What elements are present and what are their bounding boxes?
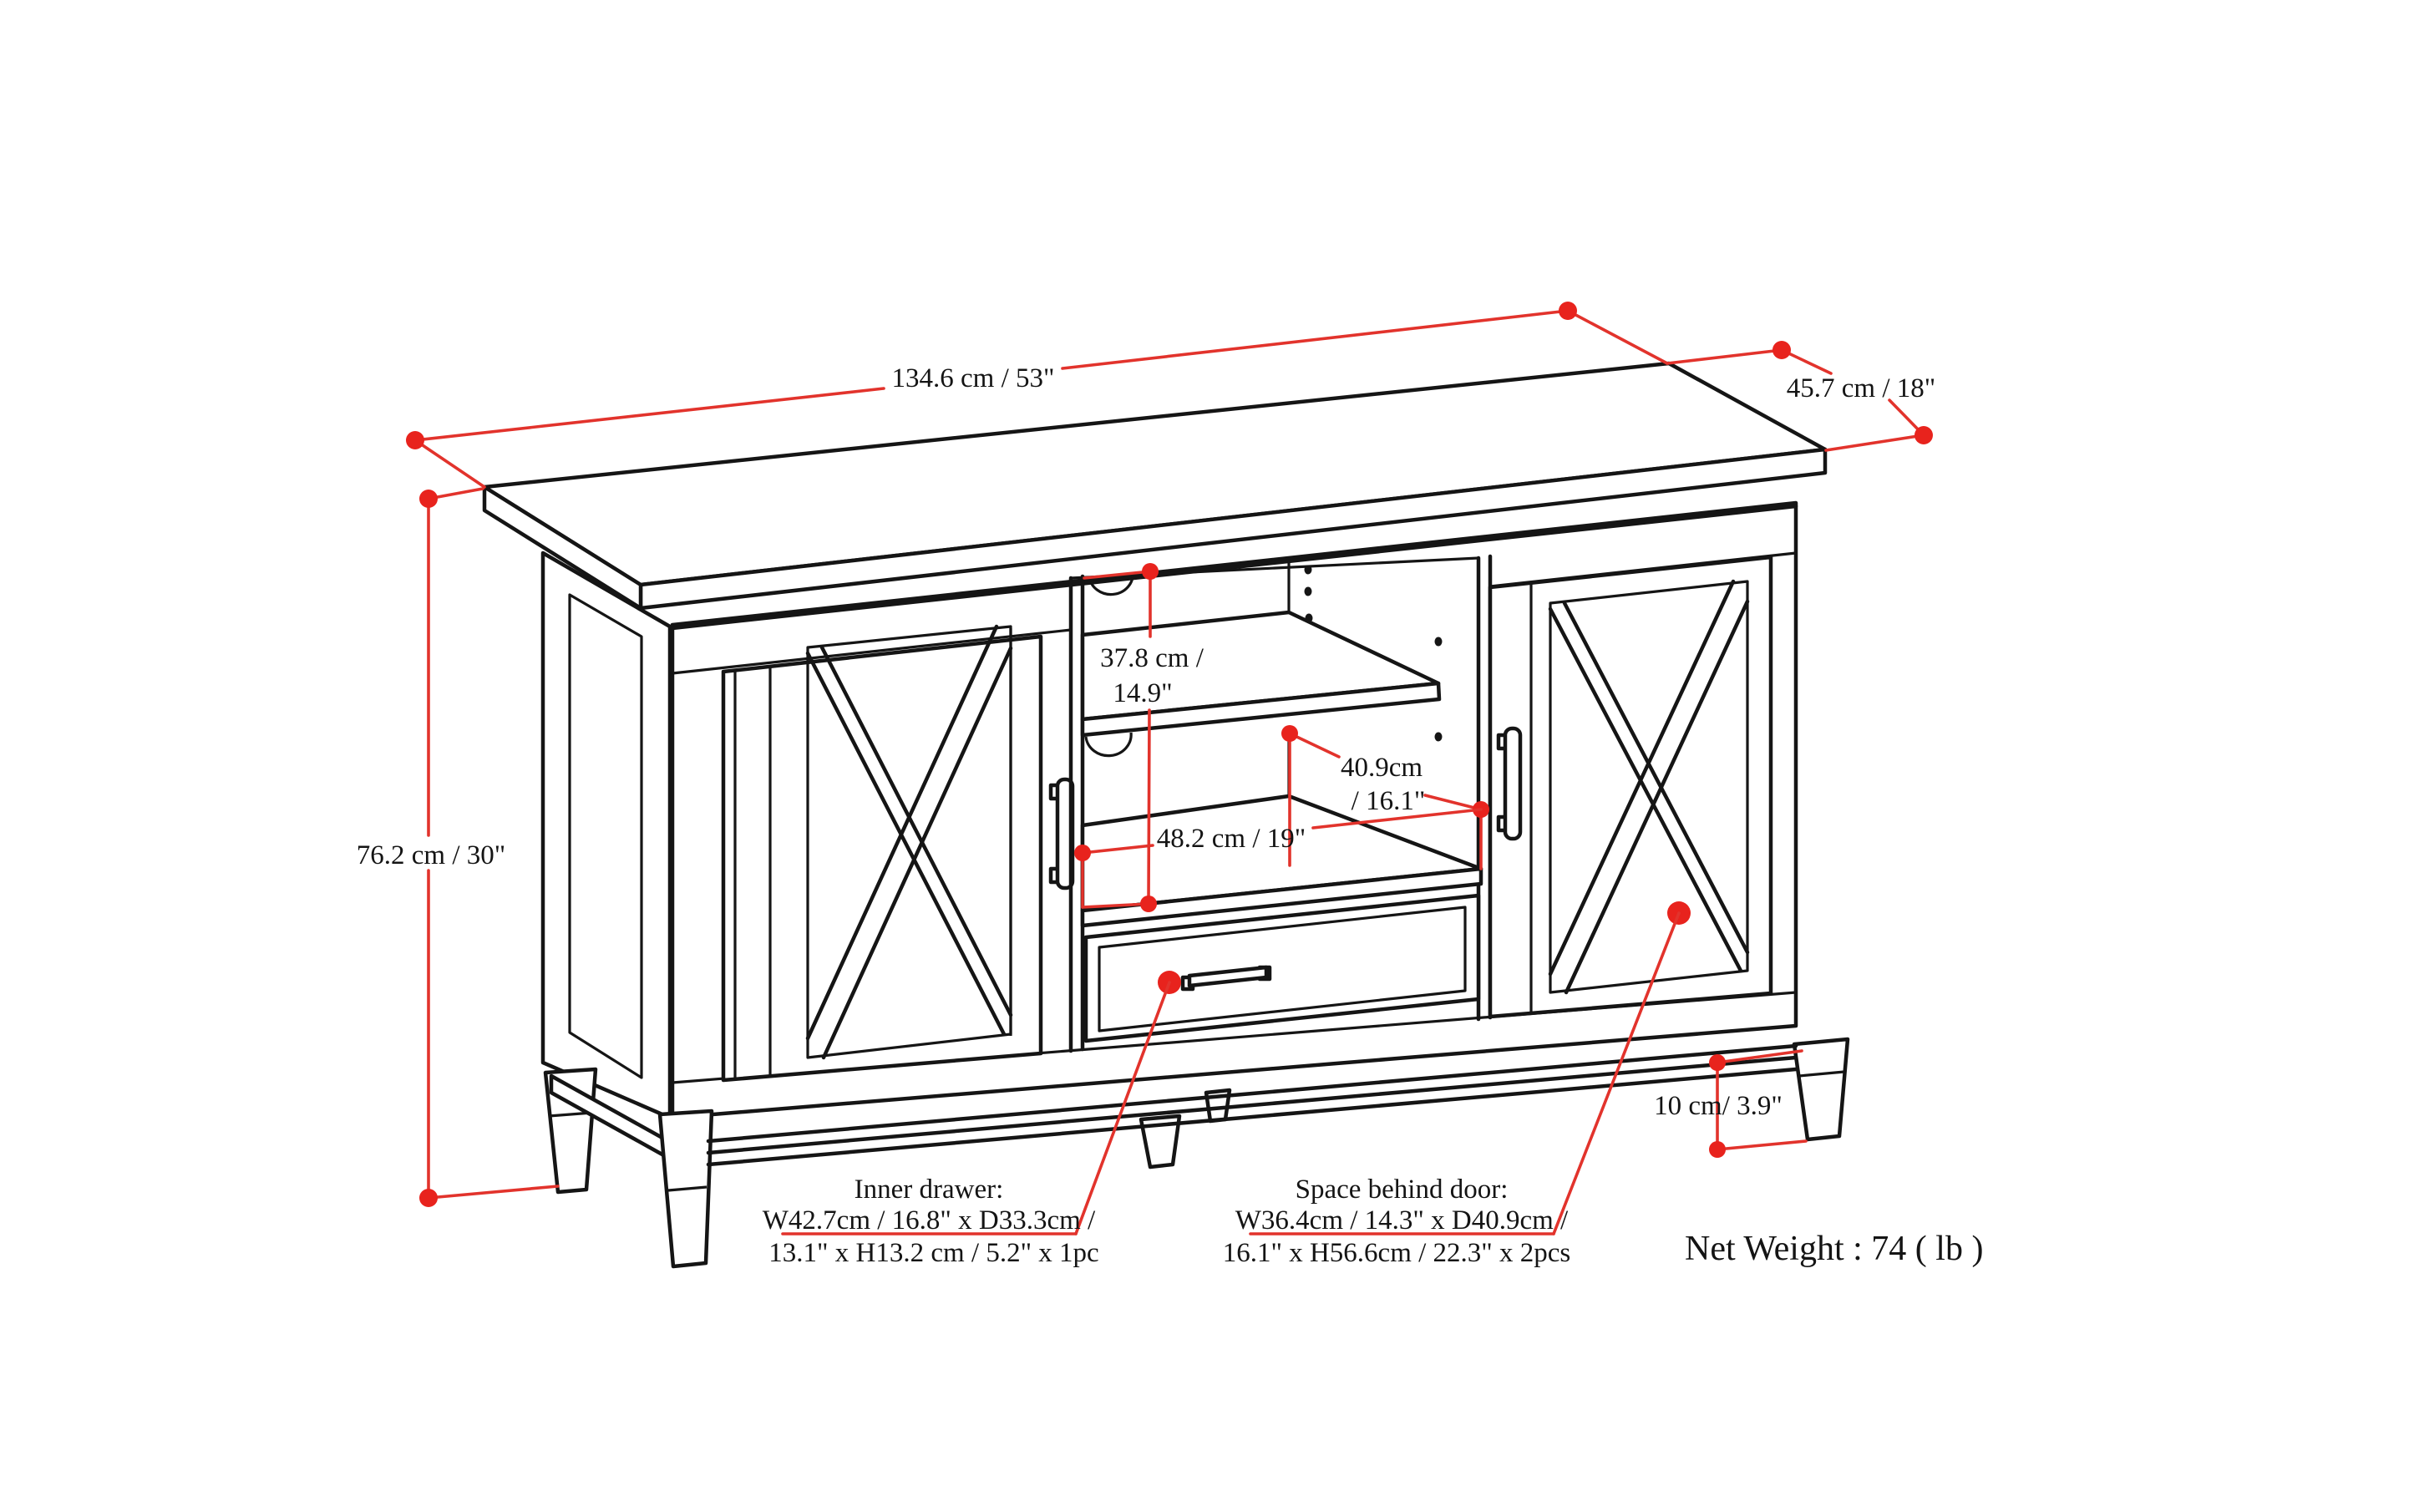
net-weight-label: Net Weight : 74 ( lb ) xyxy=(1685,1230,1983,1268)
inner-drawer-line1: W42.7cm / 16.8" x D33.3cm / xyxy=(763,1205,1096,1235)
dimension-depth-lines xyxy=(1666,341,1933,452)
cabinet-left-side-panel xyxy=(540,551,672,1120)
left-door-handle xyxy=(1048,777,1075,890)
dimension-height-label: 76.2 cm / 30" xyxy=(357,840,505,870)
dimension-width-lines xyxy=(406,302,1669,489)
left-door xyxy=(721,624,1075,1083)
space-behind-door-leader xyxy=(1249,901,1691,1235)
dimension-shelf-clearance-lines xyxy=(1081,563,1159,912)
dimension-width-label: 134.6 cm / 53" xyxy=(892,363,1055,393)
dimension-lines xyxy=(406,302,1933,1235)
inner-drawer-title: Inner drawer: xyxy=(855,1175,1004,1205)
drawer xyxy=(1083,893,1481,1043)
body-top-edge xyxy=(670,504,1798,631)
cable-hole-top xyxy=(1088,571,1134,596)
space-behind-door-line2: 16.1" x H56.6cm / 22.3" x 2pcs xyxy=(1223,1238,1571,1268)
drawer-handle xyxy=(1180,965,1272,992)
inner-drawer-callout: Inner drawer: W42.7cm / 16.8" x D33.3cm … xyxy=(763,1175,1099,1268)
dimension-compartment-depth-label-line1: 40.9cm xyxy=(1341,753,1423,783)
dimension-leg-height-lines xyxy=(1709,1049,1808,1158)
shelf-pin-holes xyxy=(1304,565,1443,742)
inner-drawer-line2: 13.1" x H13.2 cm / 5.2" x 1pc xyxy=(768,1238,1098,1268)
cabinet-drawing xyxy=(482,361,1850,1269)
inner-drawer-leader xyxy=(781,971,1181,1235)
compartment-ceiling xyxy=(1070,556,1479,580)
front-stretcher xyxy=(706,1043,1798,1167)
right-door-handle xyxy=(1496,726,1523,841)
front-left-leg xyxy=(657,1109,714,1269)
dimension-compartment-depth-label-line2: / 16.1" xyxy=(1352,786,1426,816)
center-front-leg xyxy=(1139,1114,1182,1170)
labels: 134.6 cm / 53" 45.7 cm / 18" 76.2 cm / 3… xyxy=(357,363,1984,1268)
dimension-compartment-width-lines xyxy=(1074,808,1483,909)
frieze-left xyxy=(672,628,1072,675)
space-behind-door-callout: Space behind door: W36.4cm / 14.3" x D40… xyxy=(1223,1175,1571,1268)
dimension-leg-height-label: 10 cm/ 3.9" xyxy=(1654,1091,1783,1121)
dimension-shelf-clearance-label-line2: 14.9" xyxy=(1113,678,1172,708)
space-behind-door-title: Space behind door: xyxy=(1296,1175,1509,1205)
front-right-leg xyxy=(1792,1037,1850,1142)
cabinet-top-panel xyxy=(482,361,1828,611)
cable-hole-middle xyxy=(1084,732,1133,758)
right-door xyxy=(1488,555,1773,1019)
dimension-compartment-width-label: 48.2 cm / 19" xyxy=(1157,824,1306,854)
dimension-depth-label: 45.7 cm / 18" xyxy=(1787,373,1935,403)
adjustable-shelf xyxy=(1080,610,1442,738)
dimension-height-lines xyxy=(419,487,560,1207)
dimension-shelf-clearance-label-line1: 37.8 cm / xyxy=(1100,643,1204,673)
middle-section xyxy=(1068,554,1493,1053)
space-behind-door-line1: W36.4cm / 14.3" x D40.9cm / xyxy=(1235,1205,1569,1235)
